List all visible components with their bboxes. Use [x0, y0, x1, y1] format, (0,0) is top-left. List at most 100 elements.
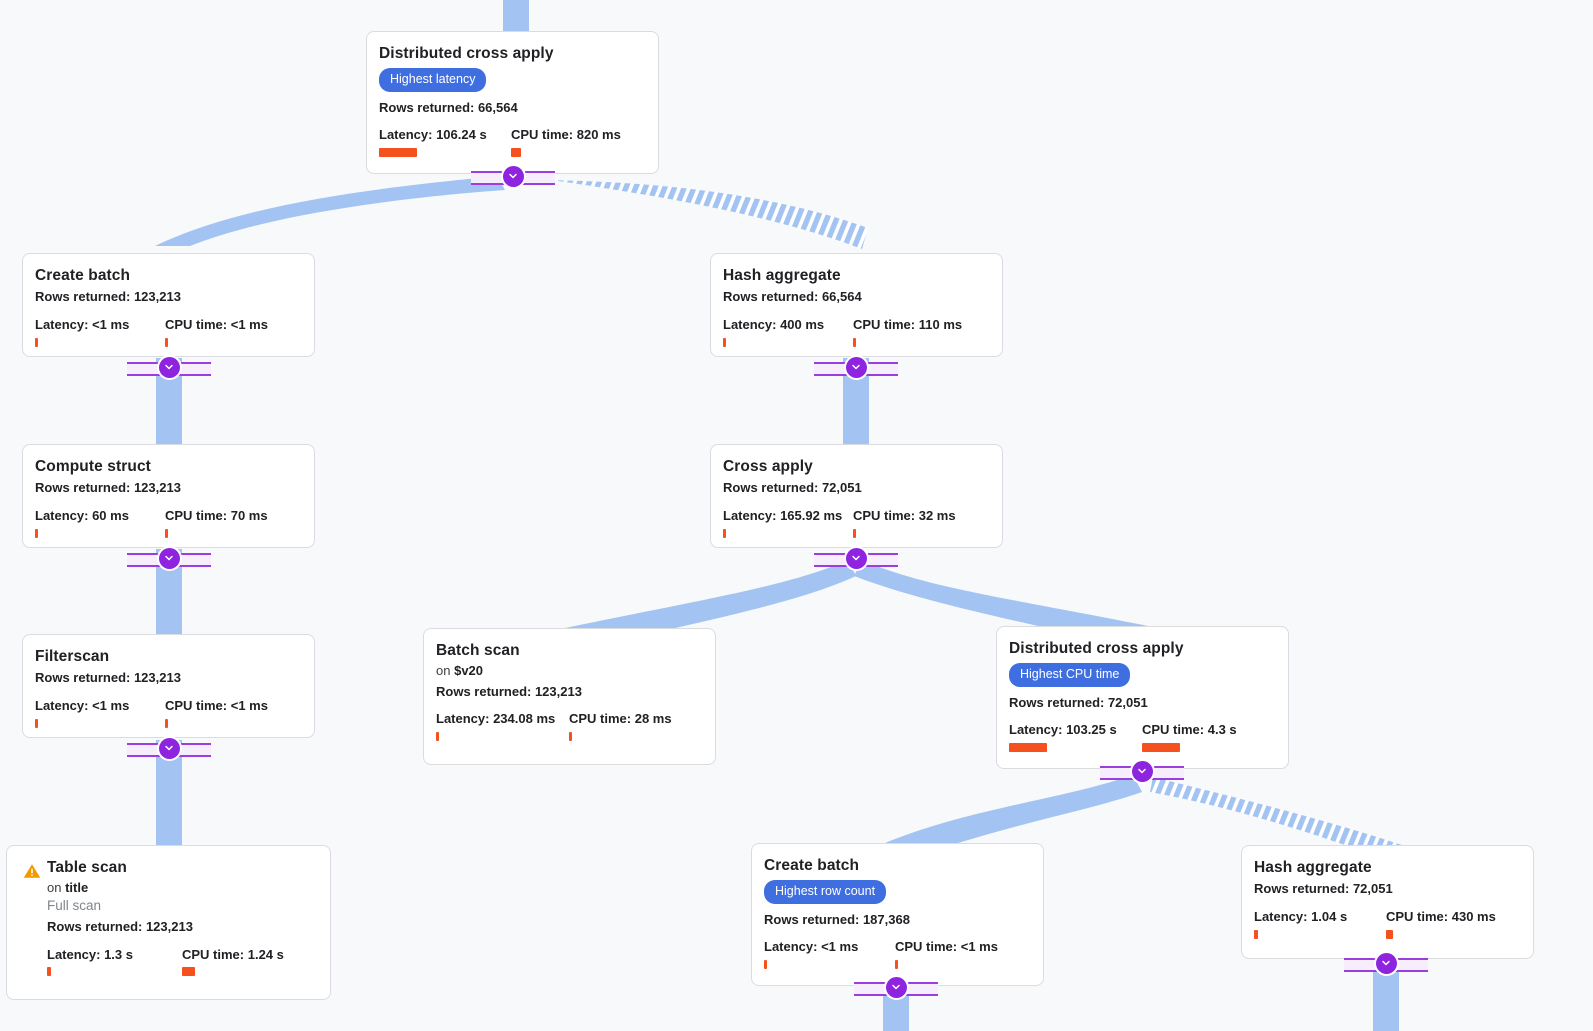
cpu-label: CPU time: 70 ms — [165, 507, 268, 523]
latency-bar — [47, 967, 51, 977]
latency-label: Latency: 60 ms — [35, 507, 129, 523]
metrics-row: Latency: <1 ms CPU time: <1 ms — [764, 939, 1031, 970]
plan-node-distributed-cross-apply-root[interactable]: Distributed cross apply Highest latency … — [366, 31, 659, 174]
latency-bar — [1254, 929, 1258, 939]
latency-metric: Latency: 234.08 ms — [436, 711, 569, 742]
cpu-metric: CPU time: 430 ms — [1386, 909, 1496, 939]
collapse-toggle-distributed-cross-apply-lower[interactable] — [1097, 759, 1187, 783]
node-title: Table scan — [47, 859, 127, 876]
collapse-rail-left — [1100, 766, 1134, 780]
latency-metric: Latency: 106.24 s — [379, 127, 511, 158]
cpu-metric: CPU time: 1.24 s — [182, 947, 284, 977]
plan-node-filterscan[interactable]: Filterscan Rows returned: 123,213 Latenc… — [22, 634, 315, 738]
cpu-bar — [182, 967, 195, 977]
collapse-rail-right — [177, 743, 211, 757]
plan-node-cross-apply[interactable]: Cross apply Rows returned: 72,051 Latenc… — [710, 444, 1003, 548]
metrics-row: Latency: 60 ms CPU time: 70 ms — [35, 508, 302, 538]
rows-returned: Rows returned: 123,213 — [47, 919, 193, 935]
node-title: Distributed cross apply — [1009, 640, 1184, 657]
latency-label: Latency: 106.24 s — [379, 127, 487, 143]
cpu-bar — [853, 337, 856, 347]
chevron-down-icon[interactable] — [885, 976, 907, 998]
cpu-bar — [569, 732, 572, 742]
collapse-rail-left — [814, 362, 848, 376]
metrics-row: Latency: 1.3 s CPU time: 1.24 s — [47, 947, 318, 977]
scan-note: Full scan — [47, 897, 102, 913]
plan-node-table-scan[interactable]: Table scan on title Full scan Rows retur… — [6, 845, 331, 1000]
cpu-bar — [1142, 743, 1180, 753]
latency-metric: Latency: 60 ms — [35, 508, 165, 538]
latency-bar — [35, 528, 38, 538]
cpu-bar — [853, 528, 856, 538]
rows-returned: Rows returned: 123,213 — [35, 480, 181, 496]
subject-value: title — [65, 880, 89, 896]
edge-root-to-hash-aggregate — [524, 176, 868, 249]
metrics-row: Latency: 106.24 s CPU time: 820 ms — [379, 127, 646, 158]
cpu-bar — [165, 718, 168, 728]
metrics-row: Latency: <1 ms CPU time: <1 ms — [35, 698, 302, 728]
collapse-toggle-distributed-cross-apply-root[interactable] — [468, 164, 558, 188]
node-title: Create batch — [35, 267, 131, 284]
collapse-rail-left — [1344, 958, 1378, 972]
chevron-down-icon[interactable] — [158, 547, 180, 569]
rows-returned: Rows returned: 66,564 — [379, 99, 518, 115]
status-badge: Highest row count — [764, 880, 887, 904]
collapse-toggle-compute-struct[interactable] — [124, 546, 214, 570]
collapse-rail-right — [864, 553, 898, 567]
status-badge: Highest latency — [379, 68, 487, 92]
collapse-toggle-create-batch-lower[interactable] — [851, 975, 941, 999]
collapse-toggle-cross-apply[interactable] — [811, 546, 901, 570]
node-title: Cross apply — [723, 458, 813, 475]
cpu-metric: CPU time: 28 ms — [569, 711, 672, 742]
collapse-rail-right — [864, 362, 898, 376]
plan-node-create-batch-left[interactable]: Create batch Rows returned: 123,213 Late… — [22, 253, 315, 357]
latency-metric: Latency: 1.3 s — [47, 947, 182, 977]
cpu-metric: CPU time: <1 ms — [895, 939, 998, 970]
latency-bar — [436, 732, 439, 742]
status-badge: Highest CPU time — [1009, 663, 1131, 687]
collapse-toggle-create-batch-left[interactable] — [124, 355, 214, 379]
node-subject: on $v20 — [436, 662, 703, 680]
metrics-row: Latency: 400 ms CPU time: 110 ms — [723, 317, 990, 347]
collapse-toggle-hash-aggregate-lower[interactable] — [1341, 951, 1431, 975]
cpu-metric: CPU time: 820 ms — [511, 127, 621, 158]
collapse-rail-left — [127, 743, 161, 757]
cpu-label: CPU time: 430 ms — [1386, 908, 1496, 924]
chevron-down-icon[interactable] — [1375, 952, 1397, 974]
latency-bar — [35, 337, 38, 347]
chevron-down-icon[interactable] — [1131, 760, 1153, 782]
cpu-label: CPU time: 820 ms — [511, 127, 621, 143]
metrics-row: Latency: <1 ms CPU time: <1 ms — [35, 317, 302, 347]
plan-node-hash-aggregate-upper[interactable]: Hash aggregate Rows returned: 66,564 Lat… — [710, 253, 1003, 357]
cpu-label: CPU time: 28 ms — [569, 711, 672, 727]
rows-returned: Rows returned: 187,368 — [764, 911, 910, 927]
edge-stub-hash-aggregate-bottom — [1373, 972, 1399, 1031]
collapse-rail-left — [854, 982, 888, 996]
latency-bar — [723, 528, 726, 538]
latency-metric: Latency: 165.92 ms — [723, 508, 853, 538]
plan-node-compute-struct[interactable]: Compute struct Rows returned: 123,213 La… — [22, 444, 315, 548]
collapse-rail-right — [1150, 766, 1184, 780]
collapse-toggle-filterscan[interactable] — [124, 736, 214, 760]
latency-bar — [35, 718, 38, 728]
chevron-down-icon[interactable] — [845, 547, 867, 569]
collapse-toggle-hash-aggregate-upper[interactable] — [811, 355, 901, 379]
plan-node-create-batch-lower[interactable]: Create batch Highest row count Rows retu… — [751, 843, 1044, 986]
cpu-label: CPU time: 1.24 s — [182, 946, 284, 962]
plan-node-batch-scan[interactable]: Batch scan on $v20 Rows returned: 123,21… — [423, 628, 716, 765]
latency-label: Latency: 103.25 s — [1009, 722, 1117, 738]
node-title: Distributed cross apply — [379, 45, 554, 62]
metrics-row: Latency: 103.25 s CPU time: 4.3 s — [1009, 722, 1276, 753]
chevron-down-icon[interactable] — [502, 165, 524, 187]
on-prefix: on — [47, 880, 62, 896]
chevron-down-icon[interactable] — [158, 356, 180, 378]
rows-returned: Rows returned: 123,213 — [35, 289, 181, 305]
plan-node-distributed-cross-apply-lower[interactable]: Distributed cross apply Highest CPU time… — [996, 626, 1289, 769]
plan-node-hash-aggregate-lower[interactable]: Hash aggregate Rows returned: 72,051 Lat… — [1241, 845, 1534, 959]
collapse-rail-left — [127, 362, 161, 376]
chevron-down-icon[interactable] — [845, 356, 867, 378]
chevron-down-icon[interactable] — [158, 737, 180, 759]
node-title: Filterscan — [35, 648, 110, 665]
collapse-rail-left — [814, 553, 848, 567]
